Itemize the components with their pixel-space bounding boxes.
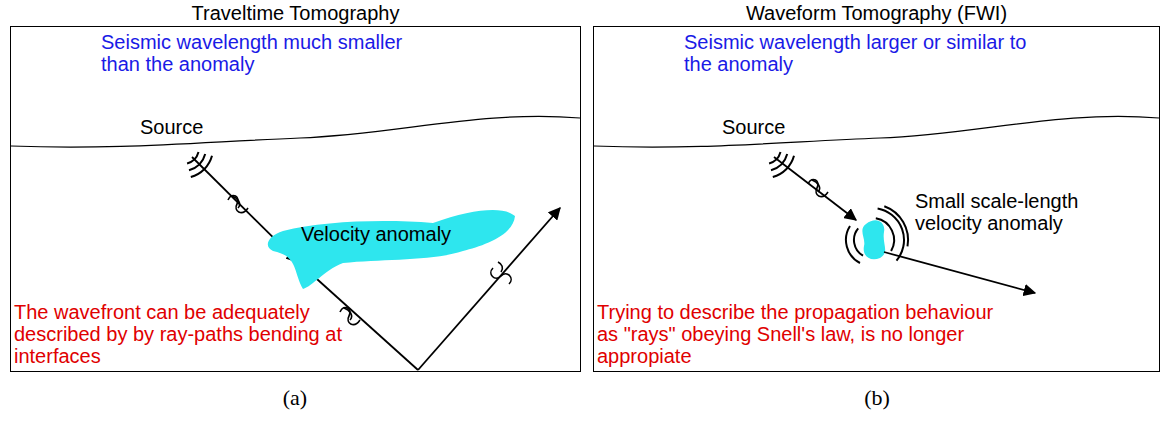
panel-title: Traveltime Tomography (11, 2, 580, 24)
source-label: Source (140, 116, 203, 138)
anomaly-region: Velocity anomaly (263, 201, 518, 291)
scale-note: Seismic wavelength much smaller than the… (101, 31, 421, 75)
anomaly-label: Small scale-length velocity anomaly (915, 190, 1135, 234)
panel-letter: (a) (265, 386, 325, 410)
anomaly-label: Velocity anomaly (301, 223, 451, 245)
panel-letter: (b) (847, 386, 907, 410)
ground-surface (594, 116, 1159, 147)
ground-surface (11, 116, 580, 147)
method-note: Trying to describe the propagation behav… (597, 301, 1017, 367)
source-label: Source (722, 116, 785, 138)
panel-frame: Traveltime TomographySeismic wavelength … (10, 26, 581, 372)
wavelet (808, 179, 828, 196)
method-note: The wavefront can be adequately describe… (14, 301, 344, 367)
wavefront-arcs (769, 152, 794, 177)
anomaly-blob (263, 201, 518, 291)
small-anomaly-blob (862, 220, 885, 259)
scattered-wavefronts (846, 206, 908, 263)
scale-note: Seismic wavelength larger or similar to … (684, 31, 1044, 75)
panel-title: Waveform Tomography (FWI) (594, 2, 1159, 24)
